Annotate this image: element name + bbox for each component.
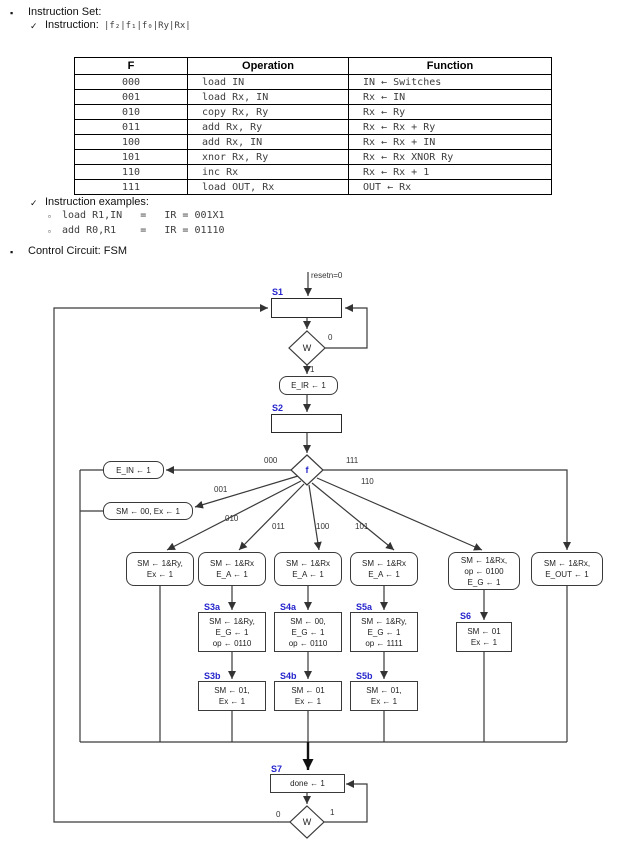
instruction-encoding: |f₂|f₁|f₀|Ry|Rx| xyxy=(104,21,191,31)
example-load: load R1,IN = IR = 001X1 xyxy=(62,210,225,221)
action-e-ir: E_IR ← 1 xyxy=(279,376,338,395)
action-sm00: SM ← 00, Ex ← 1 xyxy=(103,502,193,520)
section-title-instruction-set: Instruction Set: xyxy=(28,6,102,18)
decision-w1-diamond xyxy=(288,330,326,366)
action-row1-box6: SM ← 1&Rx, E_OUT ← 1 xyxy=(531,552,603,586)
state-s2-box xyxy=(271,414,342,433)
action-row1-box2: SM ← 1&Rx E_A ← 1 xyxy=(198,552,266,586)
state-label-s3a: S3a xyxy=(204,602,221,612)
state-label-s4b: S4b xyxy=(280,671,297,681)
open-bullet-icon: ▫ xyxy=(48,212,51,221)
decision-w2-label: W xyxy=(302,817,312,827)
state-label-s6: S6 xyxy=(460,611,472,621)
reset-condition-label: resetn=0 xyxy=(311,271,343,280)
example-add: add R0,R1 = IR = 01110 xyxy=(62,225,225,236)
state-label-s5a: S5a xyxy=(356,602,373,612)
branch-010: 010 xyxy=(225,514,239,523)
action-row1-box4: SM ← 1&Rx E_A ← 1 xyxy=(350,552,418,586)
instruction-label: Instruction: xyxy=(45,19,99,31)
square-bullet-icon: ▪ xyxy=(10,8,14,18)
instruction-examples-label: Instruction examples: xyxy=(45,196,149,208)
square-bullet-icon: ▪ xyxy=(10,247,14,257)
state-label-s4a: S4a xyxy=(280,602,297,612)
decision-w1-label: W xyxy=(302,343,312,353)
state-s5b-box: SM ← 01, Ex ← 1 xyxy=(350,681,418,711)
w2-branch-0: 0 xyxy=(276,810,281,819)
state-label-s2: S2 xyxy=(272,403,284,413)
state-s5a-box: SM ← 1&Ry, E_G ← 1 op ← 1111 xyxy=(350,612,418,652)
w1-branch-0: 0 xyxy=(328,333,333,342)
branch-100: 100 xyxy=(316,522,330,531)
check-bullet-icon: ✓ xyxy=(30,198,38,208)
section-title-control-circuit: Control Circuit: FSM xyxy=(28,245,128,257)
state-label-s1: S1 xyxy=(272,287,284,297)
state-s6-box: SM ← 01 Ex ← 1 xyxy=(456,622,512,652)
decision-w2-diamond xyxy=(289,805,325,839)
table-cell: OUT ← Rx xyxy=(348,179,552,195)
decision-f-label: f xyxy=(305,465,309,475)
decision-f-diamond xyxy=(290,454,324,486)
state-s4b-box: SM ← 01 Ex ← 1 xyxy=(274,681,342,711)
action-e-in: E_IN ← 1 xyxy=(103,461,164,479)
action-row1-box3: SM ← 1&Rx E_A ← 1 xyxy=(274,552,342,586)
branch-000: 000 xyxy=(264,456,278,465)
branch-101: 101 xyxy=(355,522,369,531)
branch-011: 011 xyxy=(272,522,285,531)
branch-111: 111 xyxy=(346,456,359,465)
w1-branch-1: 1 xyxy=(310,365,315,374)
state-s1-box xyxy=(271,298,342,318)
state-label-s5b: S5b xyxy=(356,671,373,681)
state-label-s7: S7 xyxy=(271,764,283,774)
branch-110: 110 xyxy=(361,477,374,486)
action-row1-box1: SM ← 1&Ry, Ex ← 1 xyxy=(126,552,194,586)
w2-branch-1: 1 xyxy=(330,808,335,817)
open-bullet-icon: ▫ xyxy=(48,227,51,236)
state-s3a-box: SM ← 1&Ry, E_G ← 1 op ← 0110 xyxy=(198,612,266,652)
action-row1-box5: SM ← 1&Rx, op ← 0100 E_G ← 1 xyxy=(448,552,520,590)
branch-001: 001 xyxy=(214,485,228,494)
state-label-s3b: S3b xyxy=(204,671,221,681)
state-s4a-box: SM ← 00, E_G ← 1 op ← 0110 xyxy=(274,612,342,652)
state-s7-box: done ← 1 xyxy=(270,774,345,793)
state-s3b-box: SM ← 01, Ex ← 1 xyxy=(198,681,266,711)
check-bullet-icon: ✓ xyxy=(30,21,38,31)
